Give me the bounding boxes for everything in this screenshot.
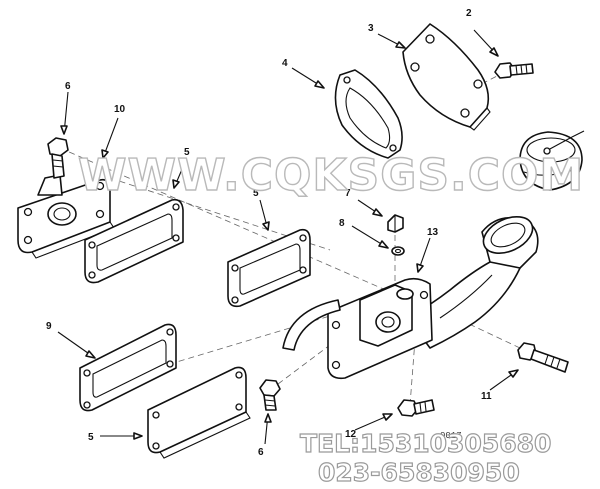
breather-cap xyxy=(519,130,585,191)
site-watermark: WWW.CQKSGS.COM xyxy=(78,150,584,201)
bolt-part-6-top xyxy=(47,137,69,179)
callout-labels: 2 3 4 6 10 5 5 7 8 13 9 5 6 12 11 xyxy=(46,8,492,458)
bolt-part-6-lower xyxy=(259,379,281,411)
callout-9: 9 xyxy=(46,321,52,332)
end-cover-part-10 xyxy=(17,174,115,259)
callout-10: 10 xyxy=(114,104,126,115)
leader-arrows xyxy=(57,29,519,445)
callout-6-lower: 6 xyxy=(258,447,264,458)
phone2-watermark: 023-65830950 xyxy=(318,458,520,487)
drawing-stamp: 0017 xyxy=(440,431,462,441)
cover-plate-part-3 xyxy=(402,23,491,131)
callout-2: 2 xyxy=(466,8,472,19)
bolt-part-11 xyxy=(517,342,569,373)
callout-13: 13 xyxy=(427,227,439,238)
gasket-part-5-upper-left xyxy=(84,198,184,284)
gasket-part-5-centre xyxy=(227,228,311,308)
bolt-part-12 xyxy=(397,399,435,417)
gasket-part-4 xyxy=(334,69,403,159)
washer-part-8 xyxy=(391,246,405,256)
callout-5-lower: 5 xyxy=(88,432,94,443)
elbow-housing-part-13 xyxy=(282,216,539,380)
callout-8: 8 xyxy=(339,218,345,229)
plug-part-7 xyxy=(387,214,404,233)
callout-6-top: 6 xyxy=(65,81,71,92)
callout-7: 7 xyxy=(345,188,351,199)
callout-12: 12 xyxy=(345,429,357,440)
plate-part-5-lower xyxy=(147,366,251,459)
callout-3: 3 xyxy=(368,23,374,34)
callout-5-upper-left: 5 xyxy=(184,147,190,158)
gasket-part-9 xyxy=(79,323,177,412)
callout-5-centre: 5 xyxy=(253,188,259,199)
callout-4: 4 xyxy=(282,58,288,69)
phone-watermark: TEL:15310305680 xyxy=(300,429,551,458)
callout-11: 11 xyxy=(481,391,492,402)
bolt-part-2 xyxy=(494,62,534,79)
